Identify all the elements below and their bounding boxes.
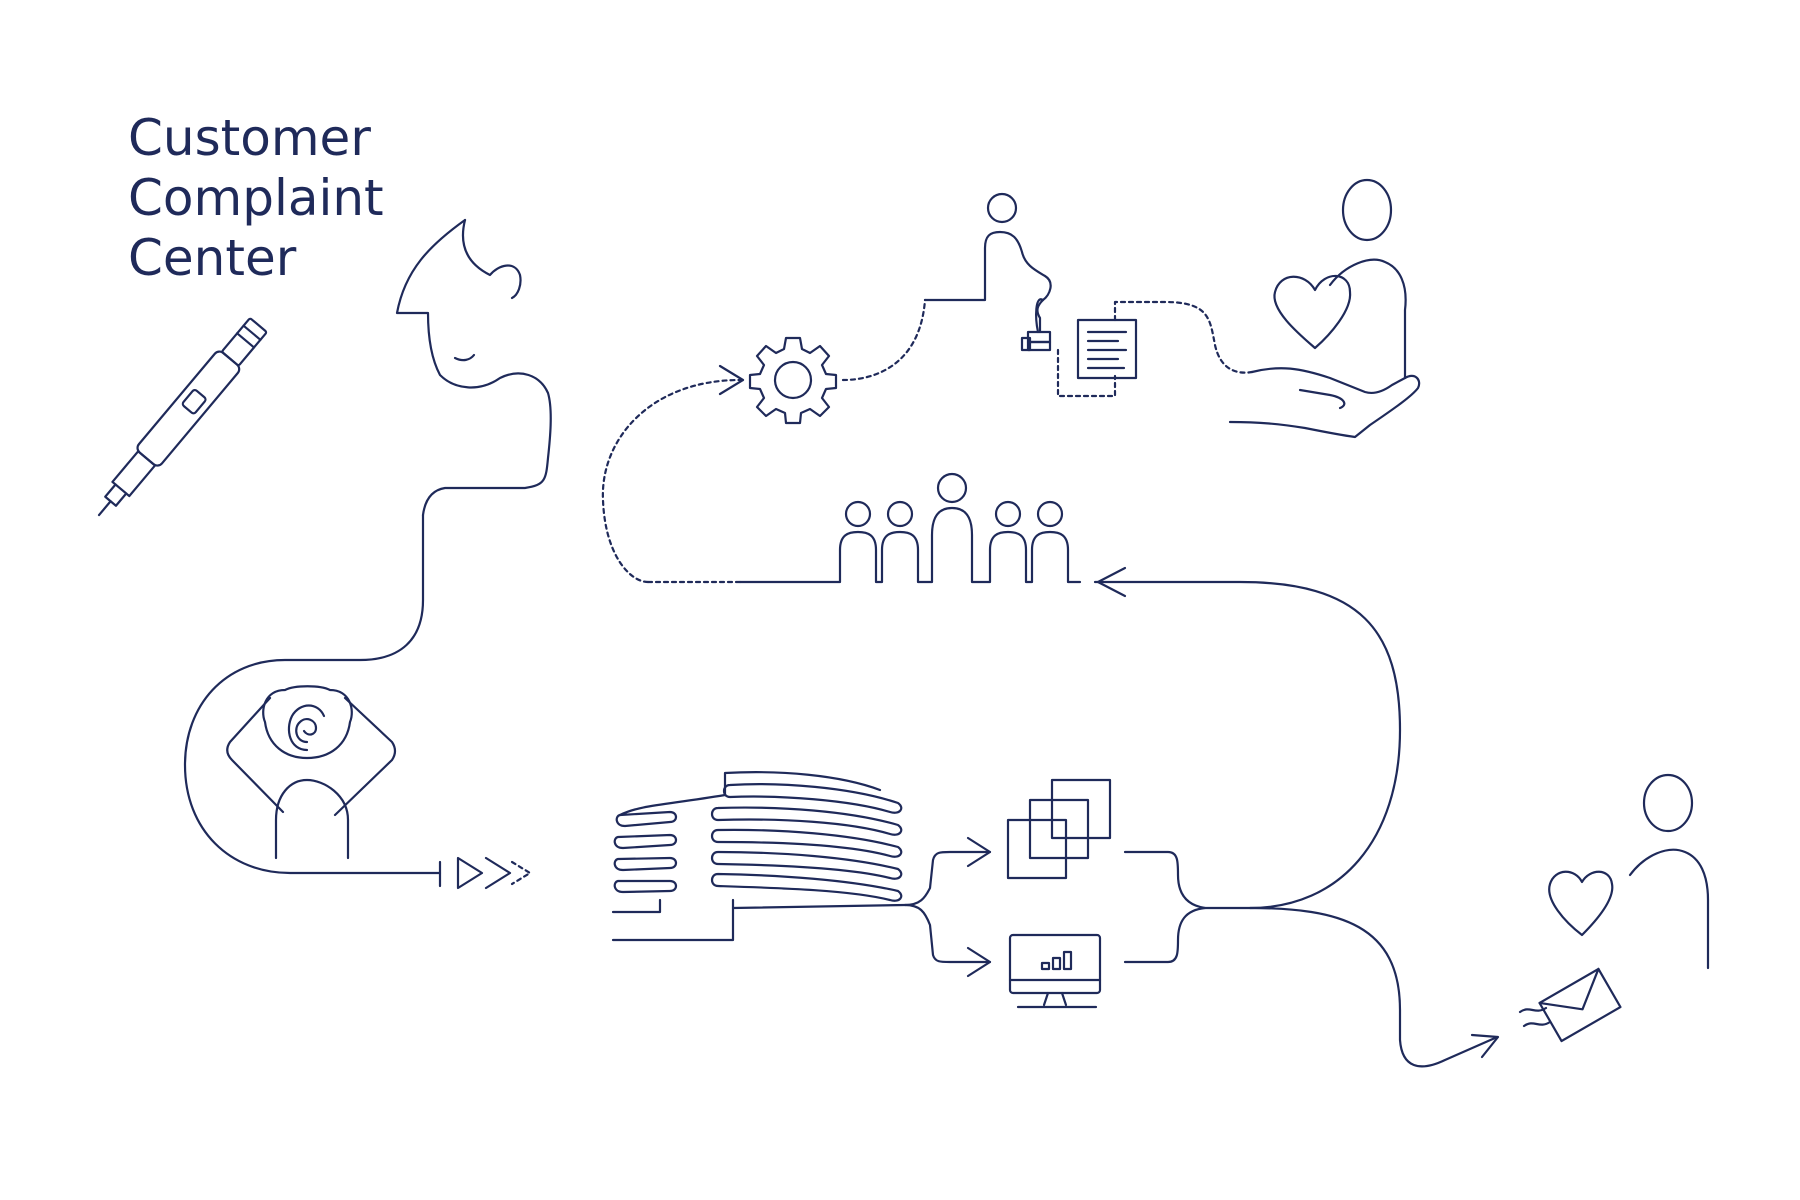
office-building-icon xyxy=(611,771,903,942)
title-line-2: Complaint xyxy=(128,169,384,227)
title-line-1: Customer xyxy=(128,109,371,167)
document-icon xyxy=(1056,300,1254,398)
page-title: Customer Complaint Center xyxy=(128,108,384,288)
title-line-3: Center xyxy=(128,229,297,287)
flow-line-left xyxy=(183,513,442,875)
patient-arrow xyxy=(1470,1033,1500,1059)
split-arrows xyxy=(731,836,992,978)
motion-lines xyxy=(1518,1006,1552,1028)
monitor-chart-icon xyxy=(1008,933,1102,1009)
team-icon xyxy=(646,472,1082,584)
flow-line-to-patient xyxy=(1248,906,1497,1068)
flow-line-dotted-loop xyxy=(601,378,742,584)
gear-icon xyxy=(748,336,838,425)
person-heart-icon xyxy=(1548,773,1710,970)
fast-forward-arrows-icon xyxy=(456,856,532,890)
return-arrow xyxy=(1096,566,1127,598)
injection-pen-icon xyxy=(97,317,268,517)
gear-arrow xyxy=(718,364,745,396)
envelope-icon xyxy=(1538,967,1622,1043)
flow-line-merge xyxy=(1093,580,1402,910)
worried-person-icon xyxy=(226,685,397,860)
documents-icon xyxy=(1006,778,1112,880)
caring-hand-heart-icon xyxy=(1228,178,1421,439)
flow-line-gear-to-approval xyxy=(841,298,927,382)
patient-head-icon xyxy=(395,218,552,517)
flow-line-merge-lower xyxy=(1123,906,1207,964)
stamp-icon xyxy=(923,192,1052,352)
